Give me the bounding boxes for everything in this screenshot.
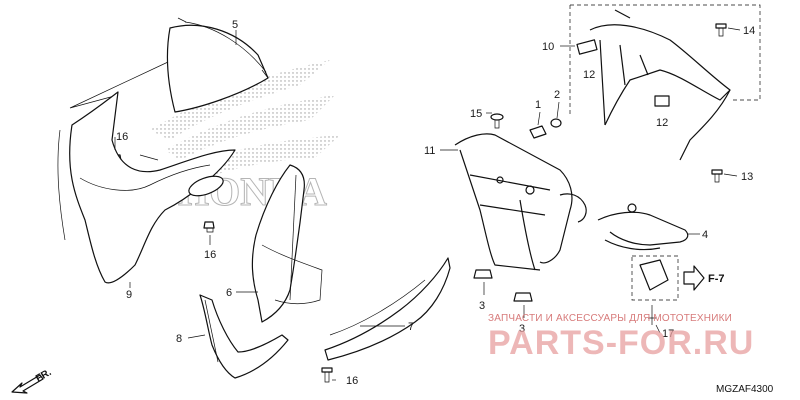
callout-11: 11	[424, 145, 435, 157]
part-front-cowl	[57, 91, 236, 284]
callout-5: 5	[232, 19, 238, 31]
reference-label: F-7	[708, 273, 725, 285]
part-bolt	[490, 113, 504, 129]
watermark-caption: ЗАПЧАСТИ И АКСЕССУАРЫ ДЛЯ МОТОТЕХНИКИ	[488, 313, 732, 324]
part-bracket	[597, 203, 689, 251]
callout-12b: 12	[656, 117, 668, 129]
leader-lines	[114, 27, 741, 381]
part-upper-stay	[569, 4, 761, 161]
callout-13: 13	[741, 171, 753, 183]
part-windscreen	[166, 17, 269, 113]
part-inner-panel	[251, 164, 323, 323]
callout-17: 17	[662, 328, 674, 340]
callout-3a: 3	[479, 300, 485, 312]
part-lower-cowl-left	[199, 294, 289, 379]
callout-16b: 16	[204, 249, 216, 261]
diagram-code: MGZAF4300	[716, 384, 774, 395]
part-grommet-lower	[203, 221, 215, 233]
callout-9: 9	[126, 289, 132, 301]
part-labels	[576, 39, 670, 107]
reference-arrow: F-7	[683, 265, 725, 291]
part-stay-frame	[454, 133, 587, 271]
callout-14: 14	[743, 25, 755, 37]
callout-16c: 16	[346, 375, 358, 387]
part-grommets	[473, 269, 533, 302]
front-arrow: FR.	[11, 367, 54, 394]
part-lower-cowl-right	[324, 257, 451, 361]
callout-10: 10	[542, 41, 554, 53]
callout-8: 8	[176, 333, 182, 345]
callout-15: 15	[470, 108, 482, 120]
reference-box	[631, 255, 679, 301]
callouts: 1 2 3 3 4 5 6 7 8 9 10 11 12 12 13 14 15…	[116, 19, 755, 387]
part-collar-and-rubber	[529, 118, 562, 139]
callout-2: 2	[554, 89, 560, 101]
part-screw-bottom	[321, 367, 333, 383]
front-label: FR.	[34, 367, 54, 385]
part-screws-right	[711, 23, 727, 183]
group-outline-left	[69, 61, 169, 109]
callout-6: 6	[226, 287, 232, 299]
part-clip	[639, 259, 669, 325]
callout-7: 7	[408, 321, 414, 333]
callout-3b: 3	[519, 323, 525, 335]
callout-4: 4	[702, 229, 708, 241]
site-watermark: ЗАПЧАСТИ И АКСЕССУАРЫ ДЛЯ МОТОТЕХНИКИ PA…	[488, 313, 754, 362]
watermark-site: PARTS-FOR.RU	[488, 324, 754, 362]
callout-1: 1	[535, 99, 541, 111]
callout-12a: 12	[583, 69, 595, 81]
callout-16a: 16	[116, 131, 128, 143]
